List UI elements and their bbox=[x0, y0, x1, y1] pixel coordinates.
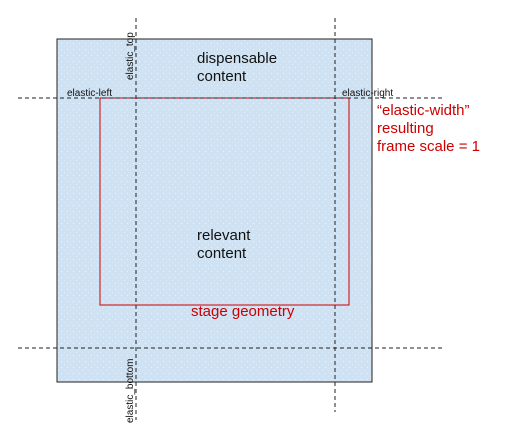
elastic-width-annotation: “elastic-width” resulting frame scale = … bbox=[377, 102, 480, 156]
elastic-right-label: elastic-right bbox=[342, 88, 394, 99]
dispensable-line-2: content bbox=[197, 68, 247, 85]
dispensable-content-label: dispensable content bbox=[197, 50, 277, 86]
frame-texture bbox=[57, 39, 372, 382]
elastic-bottom-label: elastic_bottom bbox=[125, 358, 136, 423]
annotation-line-2: resulting bbox=[377, 120, 434, 137]
frame-border bbox=[56, 38, 373, 383]
relevant-line-1: relevant bbox=[197, 227, 251, 244]
dispensable-line-1: dispensable bbox=[197, 50, 278, 67]
elastic-top-label: elastic_top bbox=[125, 32, 136, 80]
relevant-content-label: relevant content bbox=[197, 227, 250, 263]
relevant-line-2: content bbox=[197, 245, 247, 262]
elastic-left-label: elastic-left bbox=[67, 88, 113, 99]
annotation-line-3: frame scale = 1 bbox=[377, 138, 480, 155]
annotation-line-1: “elastic-width” bbox=[377, 102, 470, 119]
stage-geometry-label: stage geometry bbox=[191, 303, 295, 320]
